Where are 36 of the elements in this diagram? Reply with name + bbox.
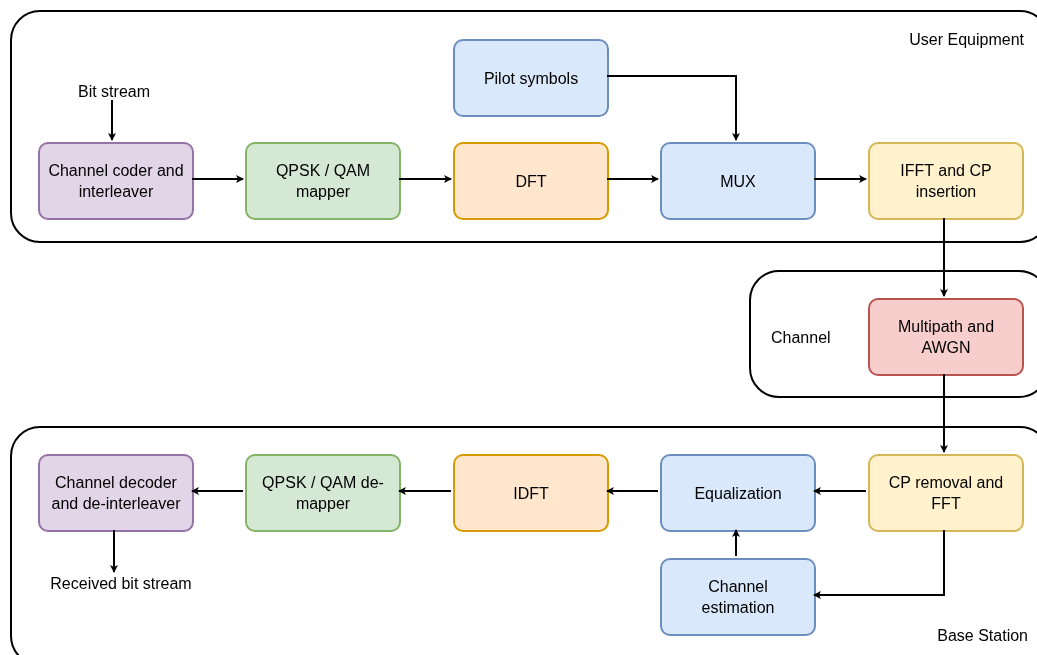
arrow [813, 487, 867, 495]
process-box: QPSK / QAM de-mapper [245, 454, 401, 532]
process-box: IDFT [453, 454, 609, 532]
process-box: MUX [660, 142, 816, 220]
group-label: Channel [771, 329, 831, 346]
group-panel [10, 426, 1037, 655]
arrow [398, 175, 452, 183]
arrow [110, 529, 118, 573]
process-box: Multipath and AWGN [868, 298, 1024, 376]
io-label: Received bit stream [36, 574, 206, 594]
arrow [191, 175, 244, 183]
group-label: User Equipment [909, 31, 1024, 48]
arrow [813, 529, 945, 599]
process-box: DFT [453, 142, 609, 220]
arrow [813, 175, 867, 183]
arrow [108, 99, 116, 141]
arrow [940, 373, 948, 453]
process-box: Pilot symbols [453, 39, 609, 117]
process-box: IFFT and CP insertion [868, 142, 1024, 220]
arrow [191, 487, 244, 495]
group-label: Base Station [937, 627, 1028, 644]
arrow [606, 175, 659, 183]
io-label: Bit stream [68, 82, 160, 102]
process-box: Channel coder and interleaver [38, 142, 194, 220]
group-panel [749, 270, 1037, 398]
process-box: CP removal and FFT [868, 454, 1024, 532]
process-box: Channel decoder and de-interleaver [38, 454, 194, 532]
group-panel [10, 10, 1037, 243]
arrow [606, 75, 740, 141]
arrow [398, 487, 452, 495]
process-box: QPSK / QAM mapper [245, 142, 401, 220]
process-box: Equalization [660, 454, 816, 532]
arrow [732, 529, 740, 557]
process-box: Channel estimation [660, 558, 816, 636]
arrow [606, 487, 659, 495]
arrow [940, 217, 948, 297]
